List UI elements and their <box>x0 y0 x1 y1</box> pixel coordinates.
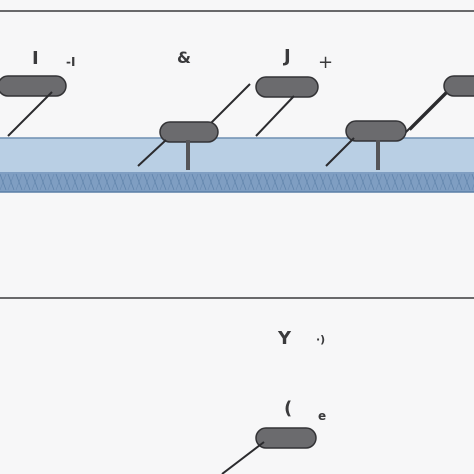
hatch-stroke <box>415 173 423 191</box>
arm-shaft <box>137 139 167 167</box>
label-bottom-2: ·) <box>316 333 326 346</box>
hatch-stroke <box>23 173 31 191</box>
arm-shaft <box>325 137 355 167</box>
hatch-stroke <box>239 173 247 191</box>
hatch-stroke <box>391 173 399 191</box>
arm-body <box>443 75 474 97</box>
hatch-stroke <box>15 173 23 191</box>
hatch-stroke <box>39 173 47 191</box>
hatch-stroke <box>151 173 159 191</box>
hatch-stroke <box>351 173 359 191</box>
hatch-stroke <box>399 173 407 191</box>
arm-shaft <box>7 91 53 137</box>
hatch-stroke <box>0 173 7 191</box>
hatch-stroke <box>95 173 103 191</box>
label-top-3: & <box>177 48 191 67</box>
hatch-stroke <box>231 173 239 191</box>
arm-shaft <box>255 95 295 137</box>
hatch-stroke <box>263 173 271 191</box>
arm-unit-5 <box>221 427 317 474</box>
hatch-stroke <box>471 173 474 181</box>
arm-body <box>159 121 219 143</box>
label-top-4: J <box>284 46 291 67</box>
hatch-stroke <box>71 173 79 191</box>
hatch-stroke <box>319 173 327 191</box>
hatch-stroke <box>407 173 415 191</box>
hatch-stroke <box>63 173 71 191</box>
hatch-stroke <box>287 173 295 191</box>
hatch-stroke <box>135 173 143 191</box>
hatch-stroke <box>279 173 287 191</box>
water-surface <box>0 138 474 172</box>
label-top-1: I <box>32 48 39 69</box>
label-bottom-1: Y <box>278 328 292 349</box>
hatch-stroke <box>7 173 15 191</box>
arm-body <box>345 120 407 142</box>
arm-body <box>0 75 67 97</box>
hatch-stroke <box>103 173 111 191</box>
hatch-stroke <box>295 173 303 191</box>
label-bottom-4: e <box>318 409 327 423</box>
arm-unit-2 <box>137 83 251 170</box>
hatch-stroke <box>367 173 375 191</box>
water-bed <box>0 172 474 192</box>
arm-shaft <box>221 441 265 474</box>
arm-body <box>255 76 319 98</box>
hatch-stroke <box>343 173 351 191</box>
hatch-stroke <box>47 173 55 191</box>
hatch-stroke <box>87 173 95 191</box>
hatch-stroke <box>31 173 39 191</box>
hatch-stroke <box>119 173 127 191</box>
hatch-stroke <box>423 173 431 191</box>
hatch-stroke <box>199 173 207 191</box>
hatch-stroke <box>303 173 311 191</box>
arm-shaft <box>401 89 449 137</box>
arm-post <box>376 140 380 170</box>
hatch-stroke <box>175 173 183 191</box>
arm-unit-3 <box>255 76 319 137</box>
hatch-stroke <box>127 173 135 191</box>
arm-unit-4 <box>325 75 474 170</box>
hatch-stroke <box>335 173 343 191</box>
arm-unit-1 <box>0 75 67 137</box>
hatch-stroke <box>111 173 119 191</box>
arm-body <box>255 427 317 449</box>
bed-hatching <box>0 173 474 191</box>
hatch-stroke <box>215 173 223 191</box>
hatch-stroke <box>375 173 383 191</box>
hatch-stroke <box>383 173 391 191</box>
hatch-stroke <box>79 173 87 191</box>
hatch-stroke <box>431 173 439 191</box>
label-top-2: -I <box>66 55 76 69</box>
hatch-stroke <box>159 173 167 191</box>
hatch-stroke <box>207 173 215 191</box>
hatch-stroke <box>327 173 335 191</box>
hatch-stroke <box>311 173 319 191</box>
hatch-stroke <box>463 173 471 191</box>
hatch-stroke <box>191 173 199 191</box>
hatch-stroke <box>247 173 255 191</box>
hatch-stroke <box>471 183 474 191</box>
hatch-stroke <box>143 173 151 191</box>
hatch-stroke <box>447 173 455 191</box>
hatch-stroke <box>455 173 463 191</box>
hatch-stroke <box>223 173 231 191</box>
label-top-5: + <box>318 52 334 73</box>
hatch-stroke <box>255 173 263 191</box>
hatch-stroke <box>439 173 447 191</box>
hatch-stroke <box>55 173 63 191</box>
hatch-stroke <box>183 173 191 191</box>
arm-post <box>186 140 190 170</box>
hatch-stroke <box>359 173 367 191</box>
hatch-stroke <box>271 173 279 191</box>
hatch-stroke <box>167 173 175 191</box>
label-bottom-3: ( <box>284 398 293 419</box>
